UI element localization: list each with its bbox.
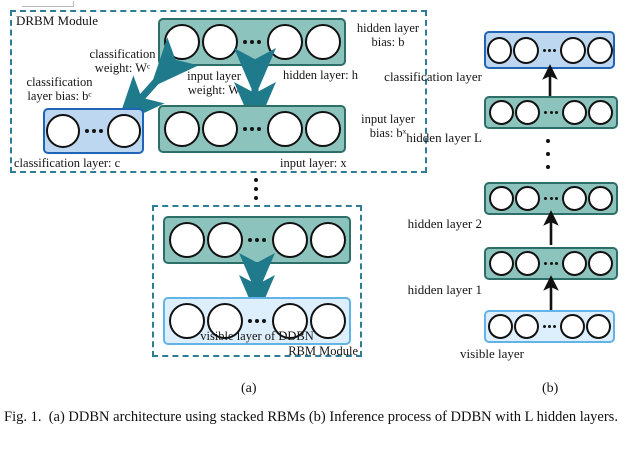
node [107, 114, 141, 148]
node [309, 222, 346, 258]
node [206, 222, 243, 258]
b-layer-hidden-2-nodes [486, 184, 616, 213]
layer-rbm-hidden-nodes [165, 218, 349, 262]
node [489, 186, 515, 211]
drbm-module-frame [10, 10, 427, 173]
node [304, 111, 341, 147]
b-layer-hidden-2 [484, 182, 618, 215]
rbm-module-label: RBM Module [288, 344, 358, 358]
node [486, 36, 513, 64]
node [304, 24, 341, 60]
input-layer-name-label: input layer: x [280, 156, 347, 170]
hidden-layer-name-label: hidden layer: h [283, 68, 358, 82]
classification-layer-bias-label: classification layer bias: bᶜ [26, 75, 93, 103]
rbm-module-frame [152, 205, 362, 357]
ellipsis-horizontal [543, 262, 559, 265]
b-layer-classification-nodes [486, 33, 613, 67]
b-layer-hidden-1-label: hidden layer 1 [407, 282, 482, 297]
node [46, 114, 80, 148]
layer-classification-c [43, 108, 144, 154]
node [586, 36, 613, 64]
layer-input-x-nodes [160, 107, 344, 151]
node [271, 222, 308, 258]
b-arrow-hidden1-to-hidden2 [543, 210, 559, 245]
node [586, 314, 612, 339]
node [513, 36, 539, 64]
b-ellipsis-hidden-layers [545, 139, 550, 169]
node [561, 100, 587, 125]
scan-artifact-tick [73, 1, 74, 7]
node [201, 111, 238, 147]
node [309, 303, 346, 339]
layer-input-x [158, 105, 346, 153]
ellipsis-horizontal [247, 319, 268, 323]
ellipsis-between-modules [253, 178, 258, 200]
node [515, 251, 541, 276]
node [489, 100, 515, 125]
input-layer-weight-label: input layer weight: W [187, 69, 241, 97]
node [163, 111, 200, 147]
node [266, 111, 303, 147]
layer-hidden-h-nodes [160, 20, 344, 64]
ellipsis-horizontal [247, 238, 268, 242]
node [560, 314, 586, 339]
node [489, 251, 515, 276]
classification-layer-name-label: classification layer: c [14, 156, 121, 170]
b-arrow-hiddenL-to-classification [542, 64, 558, 96]
node [560, 36, 586, 64]
node [587, 100, 613, 125]
panel-a-label: (a) [241, 381, 257, 396]
node [271, 303, 308, 339]
layer-classification-c-nodes [45, 110, 142, 152]
node [206, 303, 243, 339]
b-layer-hidden-L-label: hidden layer L [406, 130, 482, 145]
b-layer-visible-nodes [486, 312, 613, 341]
node [168, 222, 205, 258]
b-layer-hidden-L-nodes [486, 98, 616, 127]
node [587, 186, 613, 211]
b-layer-hidden-2-label: hidden layer 2 [407, 216, 482, 231]
arrow-classification-hidden [116, 37, 199, 126]
node [561, 186, 587, 211]
node [201, 24, 238, 60]
figure-caption-prefix: Fig. 1. [4, 409, 42, 425]
b-layer-visible [484, 310, 615, 343]
rbm-visible-layer-name-label: visible layer of DDBN [200, 329, 314, 343]
ellipsis-horizontal [242, 40, 263, 44]
b-arrow-visible-to-hidden1 [543, 275, 559, 312]
node [587, 251, 613, 276]
layer-rbm-hidden [163, 216, 351, 264]
ellipsis-horizontal [541, 48, 557, 52]
node [515, 186, 541, 211]
b-layer-classification-label: classification layer [384, 69, 482, 84]
input-layer-bias-label: input layer bias: bˣ [361, 112, 415, 140]
scan-artifact-line [22, 6, 74, 7]
node [266, 24, 303, 60]
figure-caption: Fig. 1. (a) DDBN architecture using stac… [4, 408, 636, 427]
figure-caption-text: (a) DDBN architecture using stacked RBMs… [48, 409, 618, 425]
ellipsis-horizontal [242, 127, 263, 131]
arrow-rbm-visible-hidden [239, 253, 275, 317]
ellipsis-horizontal [83, 129, 104, 133]
arrow-input-hidden [234, 48, 276, 131]
panel-b-label: (b) [542, 381, 559, 396]
b-layer-hidden-1-nodes [486, 249, 616, 278]
hidden-layer-bias-label: hidden layer bias: b [356, 21, 420, 49]
b-layer-hidden-1 [484, 247, 618, 280]
ellipsis-horizontal [541, 325, 557, 328]
layer-rbm-visible [163, 297, 351, 345]
ellipsis-horizontal [543, 111, 559, 114]
node [513, 314, 539, 339]
drbm-module-label: DRBM Module [16, 13, 98, 28]
b-layer-visible-label: visible layer [460, 346, 524, 361]
node [561, 251, 587, 276]
node [168, 303, 205, 339]
b-layer-classification [484, 31, 615, 69]
ellipsis-horizontal [543, 197, 559, 200]
node [487, 314, 513, 339]
layer-rbm-visible-nodes [165, 299, 349, 343]
layer-hidden-h [158, 18, 346, 66]
b-layer-hidden-L [484, 96, 618, 129]
node [515, 100, 541, 125]
